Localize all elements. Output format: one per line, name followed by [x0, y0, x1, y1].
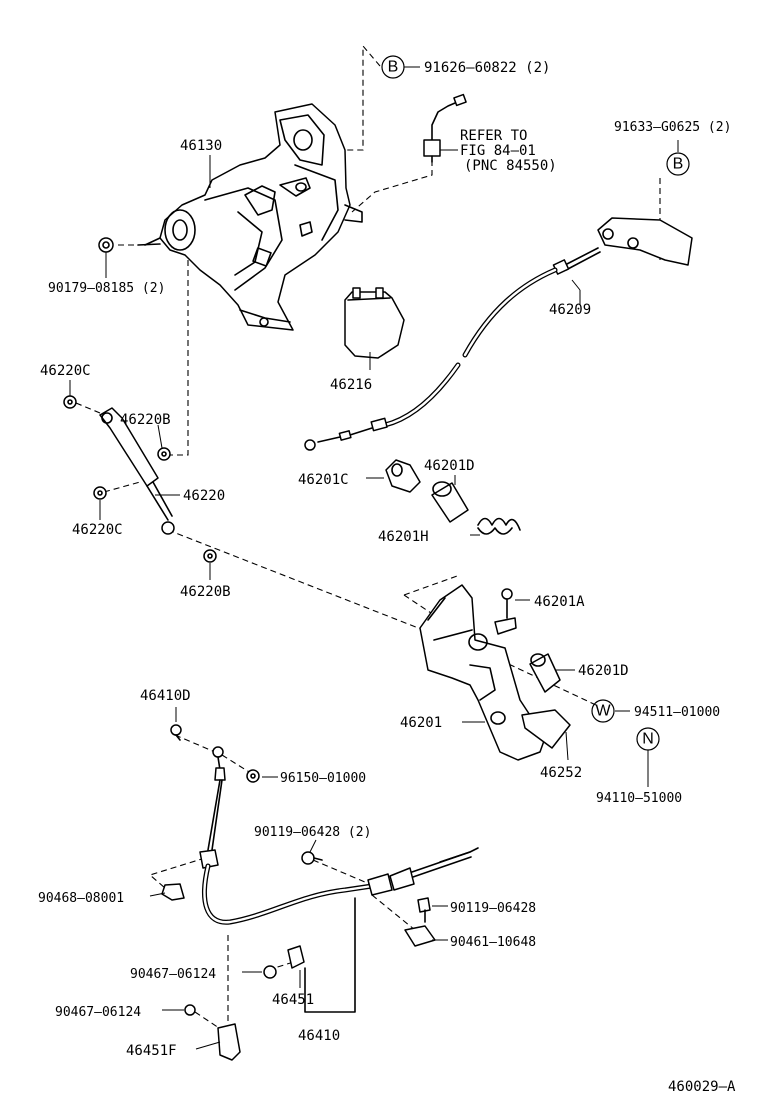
label-90119: 90119–06428 [450, 901, 536, 916]
callout-w: W [591, 699, 615, 723]
label-46201c: 46201C [298, 472, 349, 488]
label-46410: 46410 [298, 1028, 340, 1044]
label-46220b-bottom: 46220B [180, 584, 231, 600]
label-91633: 91633–G0625 (2) [614, 120, 731, 135]
label-46451: 46451 [272, 992, 314, 1008]
callout-b-letter: B [673, 156, 684, 173]
callout-w-letter: W [595, 703, 611, 720]
label-refer-to: REFER TO [460, 128, 527, 144]
diagram-id: 460029–A [668, 1079, 736, 1095]
nut-90179 [98, 237, 114, 253]
callout-b-right: B [666, 152, 690, 176]
parking-brake-cable-46410 [161, 724, 479, 1061]
label-90179: 90179–08185 (2) [48, 281, 165, 296]
pedal-bracket-46130 [137, 103, 363, 331]
label-96150: 96150–01000 [280, 771, 366, 786]
label-90467-b: 90467–06124 [55, 1005, 141, 1020]
label-refer-fig: FIG 84–01 [460, 143, 536, 159]
label-91626: 91626–60822 (2) [424, 60, 550, 76]
label-94110: 94110–51000 [596, 791, 682, 806]
callout-n-letter: N [642, 731, 654, 748]
label-46220b-top: 46220B [120, 412, 171, 428]
label-46252: 46252 [540, 765, 582, 781]
leader-lines [69, 66, 679, 1050]
label-refer-pnc: (PNC 84550) [464, 158, 557, 174]
label-46201: 46201 [400, 715, 442, 731]
label-90468: 90468–08001 [38, 891, 124, 906]
label-90119-2: 90119–06428 (2) [254, 825, 371, 840]
label-46209: 46209 [549, 302, 591, 318]
label-46201d-top: 46201D [424, 458, 475, 474]
label-90467-a: 90467–06124 [130, 967, 216, 982]
pedal-pad-boot-46216 [344, 287, 405, 359]
label-46130: 46130 [180, 138, 222, 154]
pedal-pivot-parts [385, 459, 521, 535]
label-46410d: 46410D [140, 688, 191, 704]
callout-b-letter: B [388, 59, 399, 76]
strut-assembly-46220 [63, 395, 217, 563]
label-46220c-top: 46220C [40, 363, 91, 379]
brake-switch-connector [423, 93, 467, 163]
label-46220c-bottom: 46220C [72, 522, 123, 538]
label-46201h: 46201H [378, 529, 429, 545]
label-46220: 46220 [183, 488, 225, 504]
label-46451f: 46451F [126, 1043, 177, 1059]
pedal-arm-46201 [419, 584, 571, 761]
label-46201d-bottom: 46201D [578, 663, 629, 679]
part-labels: 91626–60822 (2) REFER TO FIG 84–01 (PNC … [38, 60, 736, 1095]
label-46216: 46216 [330, 377, 372, 393]
callout-b-top: B [381, 55, 405, 79]
callout-n: N [636, 727, 660, 751]
label-90461: 90461–10648 [450, 935, 536, 950]
label-46201a: 46201A [534, 594, 585, 610]
release-cable-46209 [304, 217, 693, 451]
label-94511: 94511–01000 [634, 705, 720, 720]
